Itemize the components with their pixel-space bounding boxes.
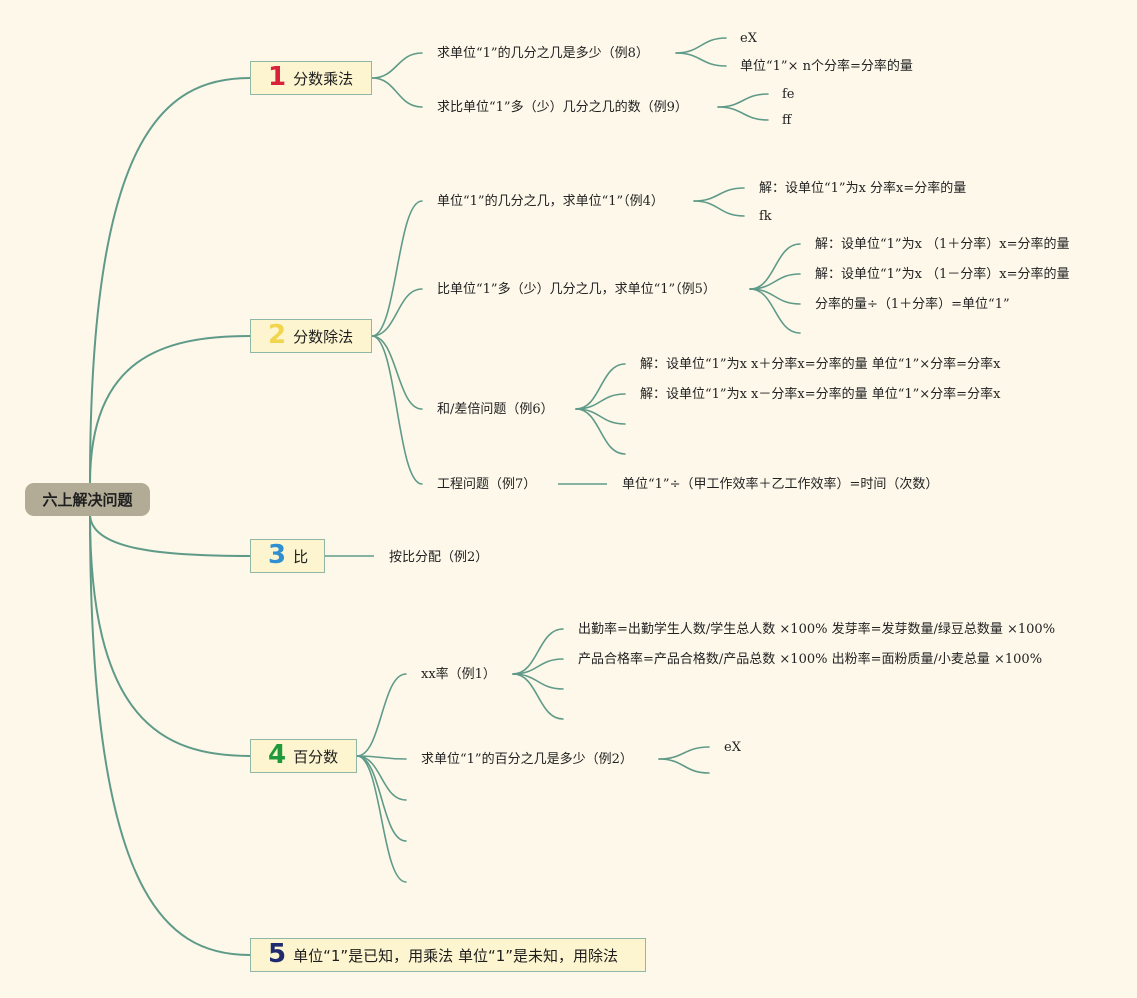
topic-label: 单位“1”是已知，用乘法 单位“1”是未知，用除法 <box>293 946 619 965</box>
branch-line <box>356 673 407 757</box>
topic-fraction-division[interactable]: 2 分数除法 <box>250 319 372 353</box>
root-branch-line <box>89 335 251 485</box>
branch-line <box>693 200 745 217</box>
branch-line <box>675 52 727 67</box>
branch-line <box>512 628 564 675</box>
topic-ratio[interactable]: 3 比 <box>250 539 325 573</box>
branch-line <box>693 187 745 202</box>
branch-line <box>371 335 423 410</box>
leaf-node[interactable]: 解：设单位“1”为x （1－分率）x=分率的量 <box>815 267 1070 282</box>
branch-line <box>371 335 423 485</box>
branch-line <box>717 106 769 121</box>
leaf-node[interactable]: fk <box>759 209 772 224</box>
branch-line <box>356 755 407 801</box>
topic-summary-rule[interactable]: 5 单位“1”是已知，用乘法 单位“1”是未知，用除法 <box>250 938 646 972</box>
branch-line <box>575 363 626 410</box>
subtopic-find-fraction-of-unit[interactable]: 求单位“1”的几分之几是多少（例8） <box>437 46 649 61</box>
subtopic-find-percent-of-unit[interactable]: 求单位“1”的百分之几是多少（例2） <box>421 752 633 767</box>
branch-line <box>512 673 564 720</box>
number-5-icon: 5 <box>268 939 287 969</box>
topic-label: 分数除法 <box>293 327 354 346</box>
leaf-node[interactable]: ff <box>782 113 792 128</box>
branch-line <box>658 746 710 760</box>
topic-percentage[interactable]: 4 百分数 <box>250 739 357 773</box>
leaf-node[interactable]: eX <box>724 740 741 755</box>
leaf-node[interactable]: 单位“1”÷（甲工作效率＋乙工作效率）=时间（次数） <box>622 477 939 492</box>
branch-line <box>749 243 801 290</box>
branch-line <box>717 93 769 108</box>
leaf-node[interactable]: 单位“1”× n个分率=分率的量 <box>740 59 913 74</box>
topic-label: 分数乘法 <box>293 69 354 88</box>
branch-line <box>371 200 423 337</box>
leaf-node[interactable]: 分率的量÷（1＋分率）=单位“1” <box>815 297 1010 312</box>
subtopic-more-less-fraction[interactable]: 求比单位“1”多（少）几分之几的数（例9） <box>437 100 688 115</box>
branch-line <box>356 755 407 883</box>
subtopic-work-problem[interactable]: 工程问题（例7） <box>437 477 537 492</box>
subtopic-find-unit-more-less[interactable]: 比单位“1”多（少）几分之几，求单位“1”（例5） <box>437 282 716 297</box>
leaf-node[interactable]: 解：设单位“1”为x x－分率x=分率的量 单位“1”×分率=分率x <box>640 387 1001 402</box>
branch-line <box>658 758 710 774</box>
root-branch-line <box>89 77 251 485</box>
root-branch-line <box>89 513 251 557</box>
subtopic-find-unit-from-fraction[interactable]: 单位“1”的几分之几，求单位“1”（例4） <box>437 194 664 209</box>
leaf-node[interactable]: 解：设单位“1”为x （1＋分率）x=分率的量 <box>815 237 1070 252</box>
branch-line <box>371 52 423 79</box>
leaf-node[interactable]: eX <box>740 31 757 46</box>
branch-line <box>575 408 626 455</box>
leaf-node[interactable]: fe <box>782 87 795 102</box>
branch-line <box>371 288 423 337</box>
subtopic-sum-difference-multiple[interactable]: 和/差倍问题（例6） <box>437 402 554 417</box>
topic-label: 百分数 <box>293 747 339 766</box>
leaf-node[interactable]: 产品合格率=产品合格数/产品总数 ×100% 出粉率=面粉质量/小麦总量 ×10… <box>578 652 1043 667</box>
branch-line <box>675 37 727 54</box>
number-2-icon: 2 <box>268 320 287 350</box>
root-topic[interactable]: 六上解决问题 <box>25 483 150 516</box>
branch-line <box>371 77 423 108</box>
root-branch-line <box>89 513 251 757</box>
number-4-icon: 4 <box>268 740 287 770</box>
number-1-icon: 1 <box>268 62 287 92</box>
subtopic-ratio-distribution[interactable]: 按比分配（例2） <box>389 550 489 565</box>
branch-line <box>749 288 801 334</box>
leaf-node[interactable]: 解：设单位“1”为x x＋分率x=分率的量 单位“1”×分率=分率x <box>640 357 1001 372</box>
topic-fraction-multiplication[interactable]: 1 分数乘法 <box>250 61 372 95</box>
number-3-icon: 3 <box>268 540 287 570</box>
topic-label: 比 <box>293 547 309 566</box>
root-branch-line <box>89 513 251 956</box>
subtopic-rate[interactable]: xx率（例1） <box>421 667 496 682</box>
leaf-node[interactable]: 出勤率=出勤学生人数/学生总人数 ×100% 发芽率=发芽数量/绿豆总数量 ×1… <box>578 622 1056 637</box>
leaf-node[interactable]: 解：设单位“1”为x 分率x=分率的量 <box>759 181 967 196</box>
